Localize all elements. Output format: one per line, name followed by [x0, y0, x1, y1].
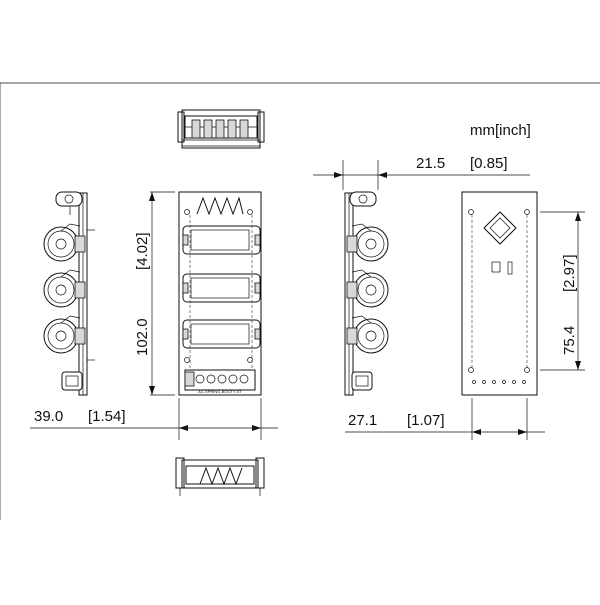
units-label: mm[inch]	[470, 122, 531, 139]
front-height-mm: 102.0	[134, 318, 151, 356]
side-cell-2	[43, 269, 86, 308]
board-print-text: AC-SPRING-BOOTY-ST	[198, 389, 242, 394]
rear-offset-inch: [0.85]	[470, 155, 508, 172]
spring-icon	[196, 196, 244, 216]
side-cell-3	[43, 315, 86, 354]
right-side-view	[344, 191, 389, 396]
front-cell-3	[182, 319, 261, 349]
rside-cell-1	[346, 223, 389, 262]
rear-width-inch: [1.07]	[407, 412, 445, 429]
rear-pin-row	[472, 380, 526, 384]
rside-cell-3	[346, 315, 389, 354]
top-view	[177, 109, 265, 149]
bottom-view	[175, 457, 265, 496]
dim-rear-height: 75.4 [2.97]	[540, 211, 585, 371]
front-height-inch: [4.02]	[134, 232, 151, 270]
front-cell-2	[182, 273, 261, 303]
front-width-inch: [1.54]	[88, 408, 126, 425]
front-width-mm: 39.0	[34, 408, 63, 425]
rear-height-mm: 75.4	[561, 326, 578, 355]
dim-rear-offset: 21.5 [0.85]	[313, 155, 530, 190]
rear-height-inch: [2.97]	[561, 254, 578, 292]
dim-front-height: 102.0 [4.02]	[134, 191, 175, 396]
rear-offset-mm: 21.5	[416, 155, 445, 172]
front-view: AC-SPRING-BOOTY-ST	[178, 191, 262, 396]
front-cell-1	[182, 225, 261, 255]
left-side-view	[43, 191, 95, 396]
rside-cell-2	[346, 269, 389, 308]
dim-rear-width: 27.1 [1.07]	[345, 398, 545, 440]
dim-front-width: 39.0 [1.54]	[30, 398, 278, 440]
side-cell-1	[43, 223, 86, 262]
rear-width-mm: 27.1	[348, 412, 377, 429]
rear-view	[461, 191, 538, 396]
